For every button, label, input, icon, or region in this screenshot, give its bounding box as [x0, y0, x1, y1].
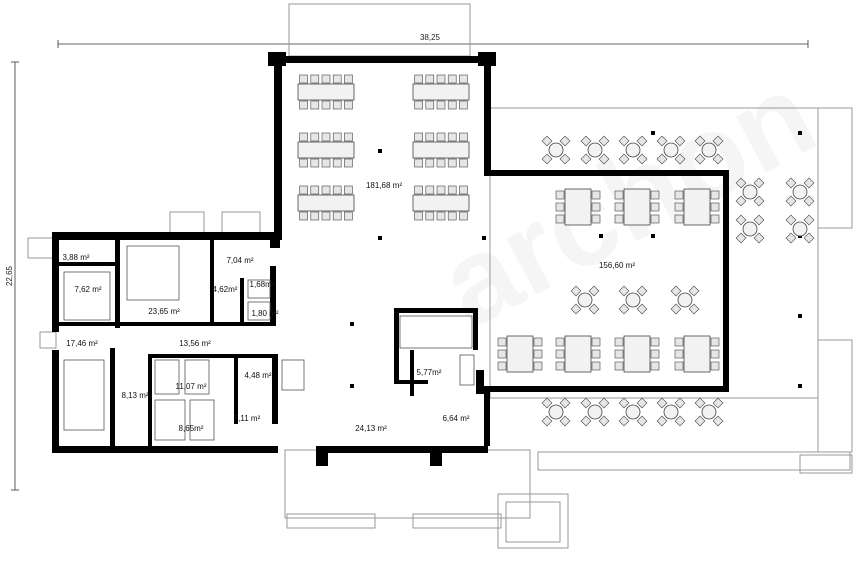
- table-set: [656, 135, 686, 165]
- table-set: [674, 188, 720, 226]
- table-set: [656, 397, 686, 427]
- room-label: 6,64 m²: [442, 414, 469, 423]
- table-set: [614, 188, 660, 226]
- table-set: [580, 397, 610, 427]
- table-set: [412, 74, 470, 110]
- table-set: [297, 185, 355, 221]
- table-set: [570, 285, 600, 315]
- table-set: [580, 135, 610, 165]
- height-dimension: 22,65: [5, 265, 14, 286]
- dimension-lines: [11, 40, 809, 491]
- room-label-main-hall: 181,68 m²: [366, 181, 402, 190]
- room-label: 3,88 m²: [62, 253, 89, 262]
- room-label: 8,65m²: [179, 424, 204, 433]
- walls: [52, 52, 729, 466]
- round-tables: [541, 135, 815, 427]
- table-set: [497, 335, 543, 373]
- table-set: [412, 132, 470, 168]
- table-set: [785, 214, 815, 244]
- table-set: [555, 335, 601, 373]
- table-set: [555, 188, 601, 226]
- room-label: 13,56 m²: [179, 339, 211, 348]
- table-set: [735, 214, 765, 244]
- width-dimension: 38,25: [420, 33, 441, 42]
- room-label: 7,62 m²: [74, 285, 101, 294]
- room-label-dining-hall: 156,60 m²: [599, 261, 635, 270]
- table-set: [297, 132, 355, 168]
- table-set: [618, 397, 648, 427]
- table-set: [670, 285, 700, 315]
- table-set: [614, 335, 660, 373]
- table-set: [618, 285, 648, 315]
- room-label: 1,80 m²: [251, 309, 278, 318]
- table-set: [694, 135, 724, 165]
- room-label-entrance-hall: 24,13 m²: [355, 424, 387, 433]
- room-label: 17,46 m²: [66, 339, 98, 348]
- table-set: [735, 177, 765, 207]
- table-set: [694, 397, 724, 427]
- table-set: [618, 135, 648, 165]
- table-set: [674, 335, 720, 373]
- room-label: 5,77m²: [417, 368, 442, 377]
- room-label: 7,11 m²: [234, 414, 261, 423]
- rectangular-tables: [297, 74, 720, 373]
- room-label: 8,13 m²: [121, 391, 148, 400]
- table-set: [785, 177, 815, 207]
- room-label: 7,04 m²: [226, 256, 253, 265]
- room-labels: 181,68 m² 156,60 m² 3,88 m² 7,62 m² 17,4…: [62, 181, 635, 433]
- interior-lines: [63, 245, 475, 441]
- room-label: 4,48 m²: [244, 371, 271, 380]
- table-set: [412, 185, 470, 221]
- room-label: 1,68m²: [250, 280, 275, 289]
- table-set: [541, 397, 571, 427]
- table-set: [541, 135, 571, 165]
- room-label: 4,62m²: [213, 285, 238, 294]
- room-label: 11,07 m²: [176, 382, 207, 391]
- room-label: 23,65 m²: [148, 307, 180, 316]
- table-set: [297, 74, 355, 110]
